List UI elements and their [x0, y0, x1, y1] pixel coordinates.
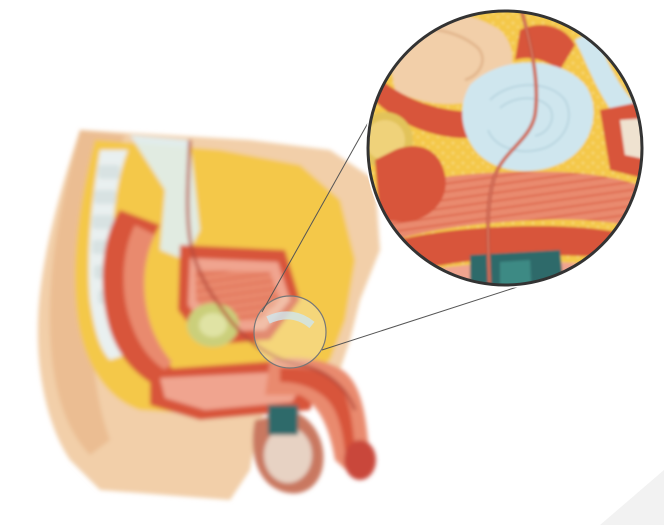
inset-view [357, 5, 650, 300]
testis [253, 405, 324, 493]
inset-bladder [462, 63, 593, 172]
sagittal-section [38, 130, 380, 500]
